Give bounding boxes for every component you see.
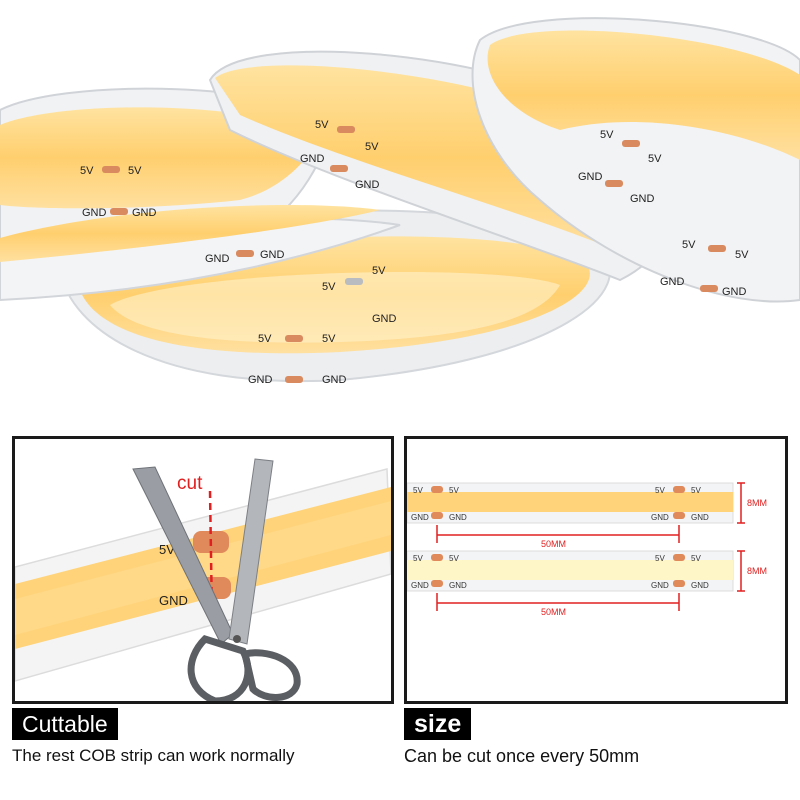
hero-label-5v-7: 5V bbox=[258, 333, 272, 345]
cool-label-5v-2: 5V bbox=[449, 554, 459, 563]
warm-label-5v-3: 5V bbox=[655, 486, 665, 495]
cut-label: cut bbox=[177, 473, 203, 494]
cool-label-gnd-2: GND bbox=[449, 581, 467, 590]
hero-label-5v-11: 5V bbox=[682, 239, 696, 251]
hero-coiled-strips-image: 5V 5V GND GND GND GND 5V 5V GND GND 5V 5… bbox=[0, 17, 800, 386]
warm-label-5v-4: 5V bbox=[691, 486, 701, 495]
hero-label-5v-2: 5V bbox=[128, 165, 142, 177]
hero-label-5v-12: 5V bbox=[735, 249, 749, 261]
hero-label-gnd-1: GND bbox=[82, 207, 107, 219]
hero-label-gnd-12: GND bbox=[660, 276, 685, 288]
warm-width-dimension bbox=[737, 482, 745, 524]
cool-label-5v-3: 5V bbox=[655, 554, 665, 563]
cool-length-dimension bbox=[436, 593, 680, 611]
size-demo-panel: 5V 5V 5V 5V GND GND GND GND 8MM 50MM bbox=[404, 436, 788, 704]
hero-label-5v-8: 5V bbox=[322, 333, 336, 345]
hero-label-5v-4: 5V bbox=[365, 141, 379, 153]
coil-front bbox=[0, 205, 401, 302]
cool-label-5v-1: 5V bbox=[413, 554, 423, 563]
hero-label-gnd-7: GND bbox=[372, 313, 397, 325]
size-caption: Can be cut once every 50mm bbox=[404, 746, 640, 766]
hero-label-gnd-11: GND bbox=[630, 193, 655, 205]
hero-label-gnd-9: GND bbox=[322, 374, 347, 386]
hero-label-5v-10: 5V bbox=[648, 153, 662, 165]
cool-label-5v-4: 5V bbox=[691, 554, 701, 563]
hero-label-5v-9: 5V bbox=[600, 129, 614, 141]
cut-demo-image: 5V GND cut bbox=[15, 439, 391, 701]
warm-label-gnd-1: GND bbox=[411, 513, 429, 522]
scissors-icon bbox=[132, 458, 301, 701]
cuttable-caption: The rest COB strip can work normally bbox=[12, 746, 295, 765]
hero-label-5v-3: 5V bbox=[315, 119, 329, 131]
cuttable-tag: Cuttable bbox=[12, 708, 118, 740]
cool-width-label: 8MM bbox=[747, 566, 767, 576]
cut-line bbox=[208, 490, 214, 618]
hero-pad-labels: 5V 5V GND GND GND GND 5V 5V GND GND 5V 5… bbox=[80, 119, 749, 386]
warm-label-gnd-4: GND bbox=[691, 513, 709, 522]
cut-demo-panel: 5V GND cut bbox=[12, 436, 394, 704]
cool-length-label: 50MM bbox=[541, 607, 566, 617]
hero-label-gnd-10: GND bbox=[578, 171, 603, 183]
cut-label-gnd: GND bbox=[159, 593, 188, 608]
hero-label-gnd-4: GND bbox=[260, 249, 285, 261]
size-strip-cool: 5V 5V 5V 5V GND GND GND GND bbox=[407, 550, 734, 592]
warm-width-label: 8MM bbox=[747, 498, 767, 508]
hero-label-gnd-2: GND bbox=[132, 207, 157, 219]
cool-label-gnd-4: GND bbox=[691, 581, 709, 590]
hero-label-5v-6: 5V bbox=[372, 265, 386, 277]
size-strip-warm: 5V 5V 5V 5V GND GND GND GND bbox=[407, 482, 734, 524]
hero-label-5v-1: 5V bbox=[80, 165, 94, 177]
warm-label-gnd-2: GND bbox=[449, 513, 467, 522]
hero-label-gnd-13: GND bbox=[722, 286, 747, 298]
warm-length-dimension bbox=[436, 525, 680, 543]
hero-label-gnd-3: GND bbox=[205, 253, 230, 265]
hero-label-gnd-5: GND bbox=[300, 153, 325, 165]
cool-label-gnd-3: GND bbox=[651, 581, 669, 590]
size-demo-image: 5V 5V 5V 5V GND GND GND GND 8MM 50MM bbox=[407, 439, 785, 701]
warm-label-gnd-3: GND bbox=[651, 513, 669, 522]
hero-label-gnd-6: GND bbox=[355, 179, 380, 191]
warm-label-5v-1: 5V bbox=[413, 486, 423, 495]
hero-label-gnd-8: GND bbox=[248, 374, 273, 386]
warm-length-label: 50MM bbox=[541, 539, 566, 549]
coil-right bbox=[471, 17, 800, 303]
warm-label-5v-2: 5V bbox=[449, 486, 459, 495]
size-tag: size bbox=[404, 708, 472, 740]
cool-width-dimension bbox=[737, 550, 745, 592]
hero-label-5v-5: 5V bbox=[322, 281, 336, 293]
cool-label-gnd-1: GND bbox=[411, 581, 429, 590]
